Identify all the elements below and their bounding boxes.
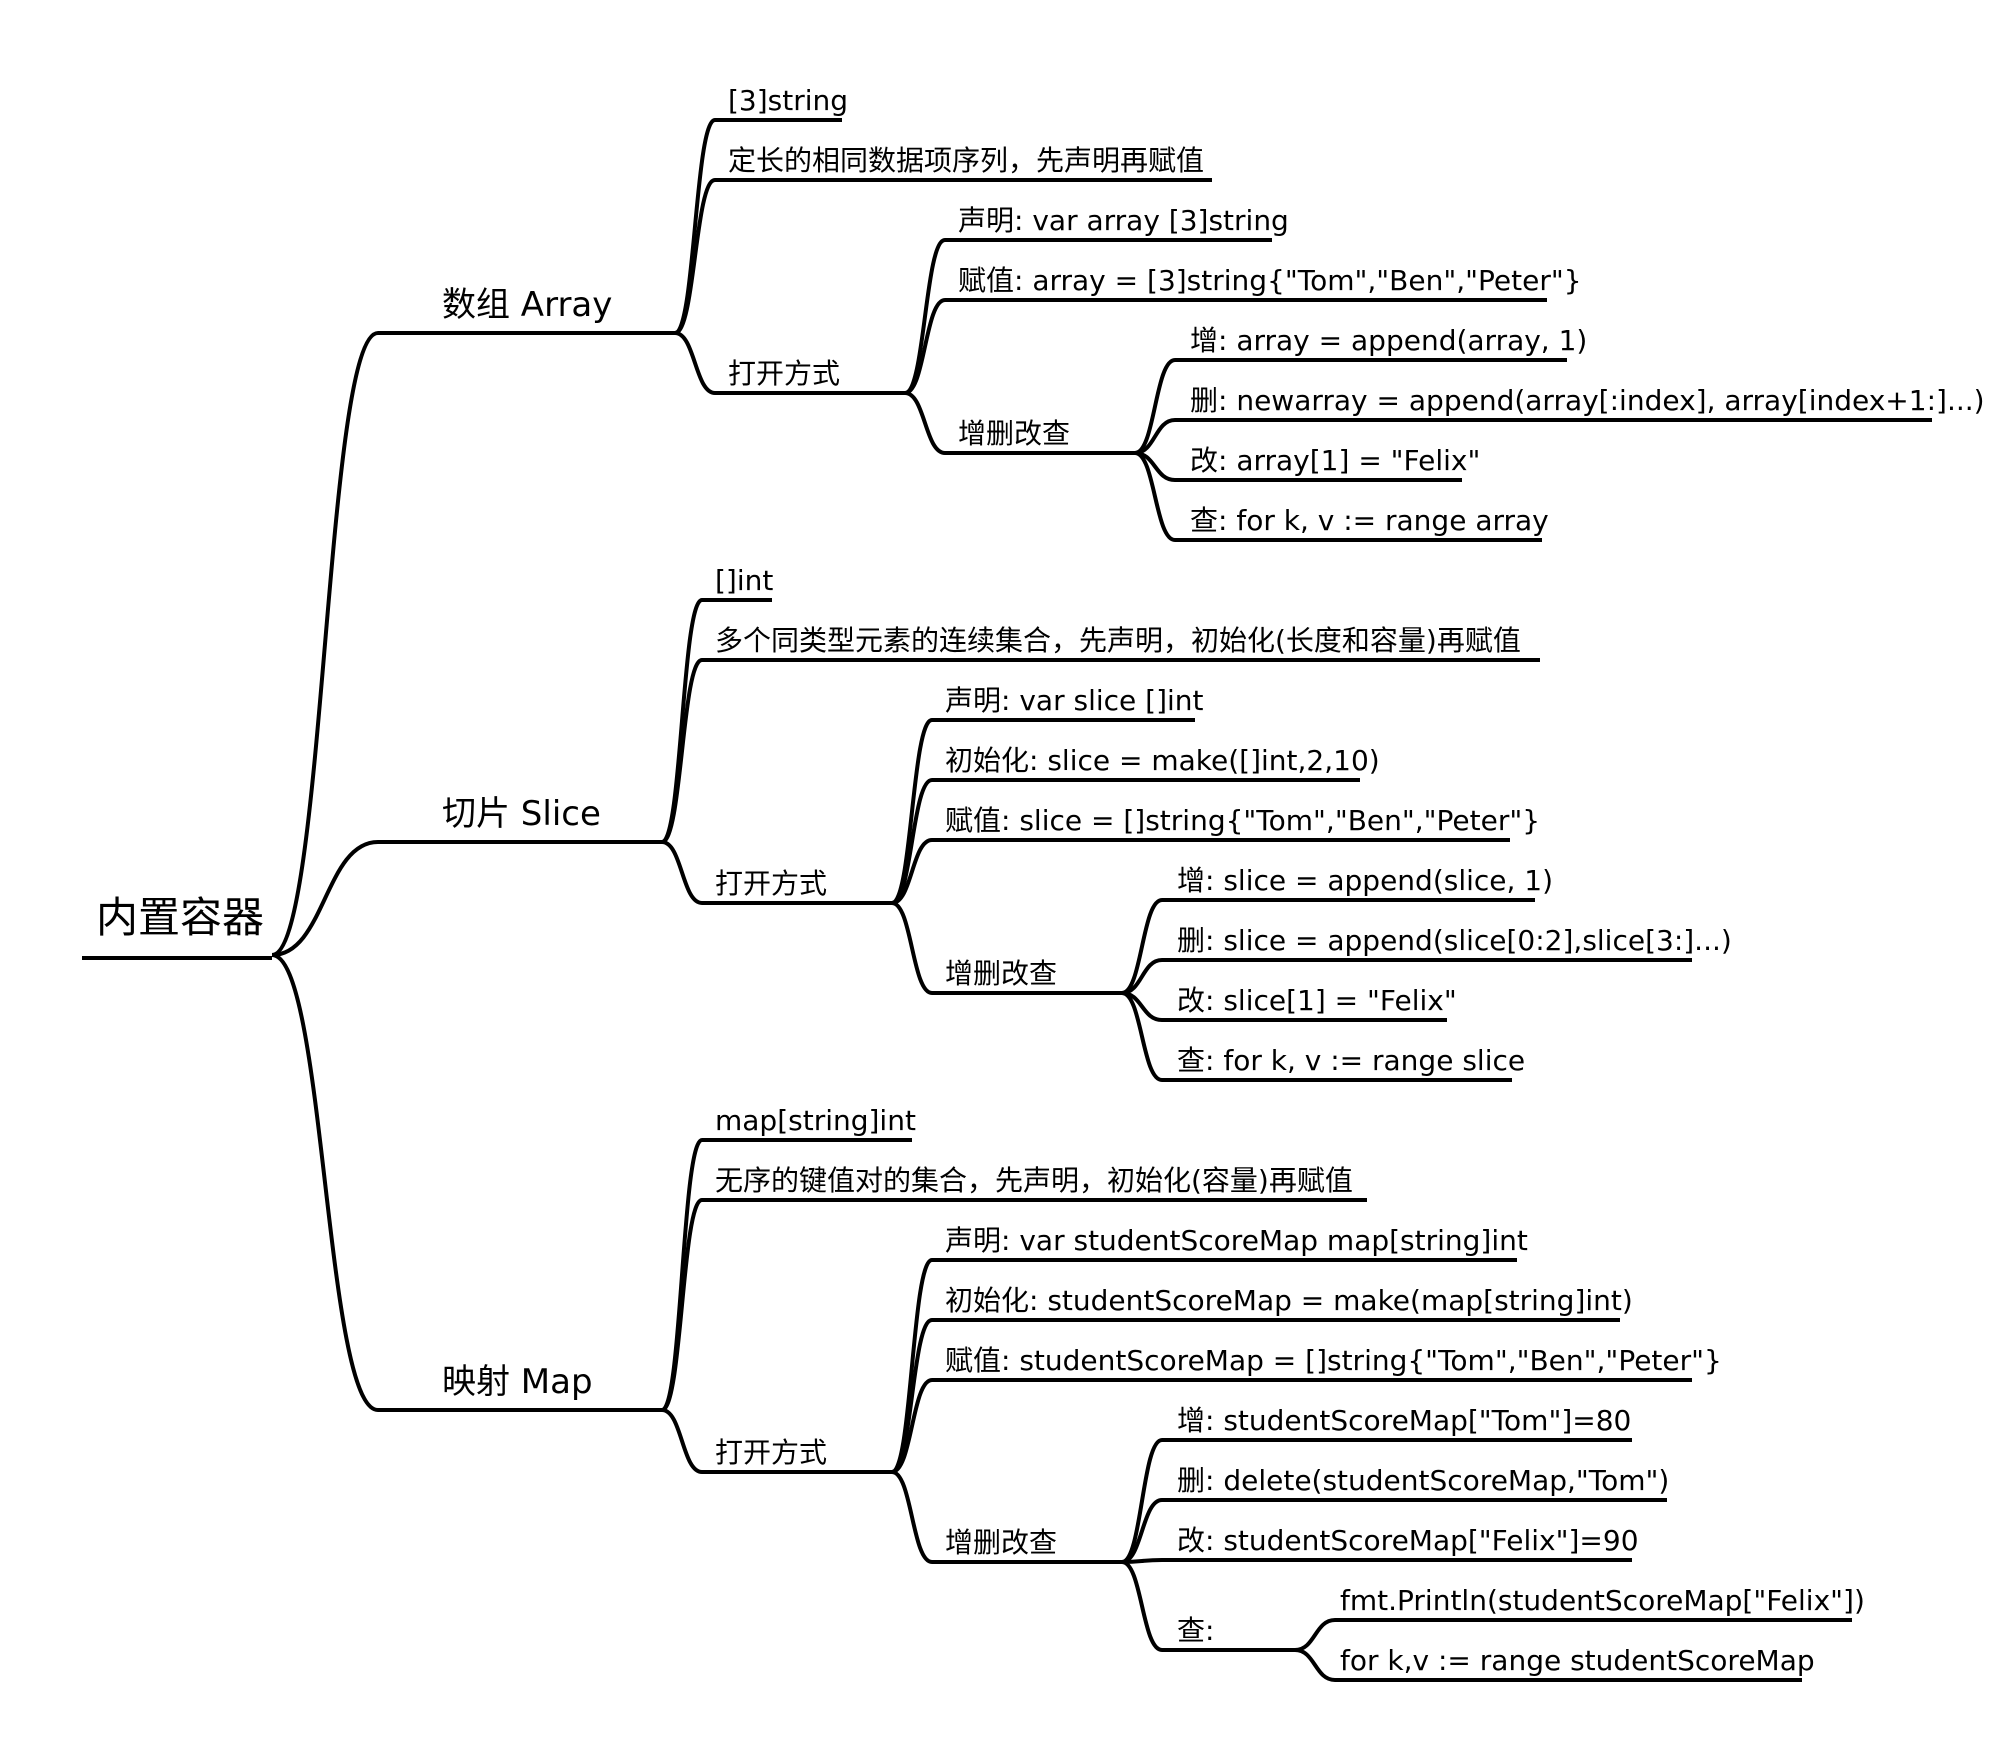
edge-map-open-c3 [891, 1470, 1122, 1564]
array-delete-text: 删: newarray = append(array[:index], arra… [1190, 384, 1985, 417]
slice-init-text: 初始化: slice = make([]int,2,10) [945, 744, 1380, 777]
edge-map-crud-c1 [1121, 1498, 1667, 1564]
edge-array-c2 [674, 331, 905, 395]
edge-root-map [271, 953, 662, 1412]
map-query-println-text: fmt.Println(studentScoreMap["Felix"]) [1340, 1584, 1865, 1617]
root-node: 内置容器 [82, 893, 272, 960]
array-declare-text: 声明: var array [3]string [958, 204, 1289, 237]
branch-slice-label: 切片 Slice [442, 794, 601, 834]
map-query-label: 查: [1177, 1614, 1214, 1647]
slice-crud-label: 增删改查 [945, 957, 1057, 990]
branch-array: 数组 Array [3]string 定长的相同数据项序列，先声明再赋值 打开方… [442, 84, 1985, 537]
slice-assign-text: 赋值: slice = []string{"Tom","Ben","Peter"… [945, 804, 1540, 837]
map-update-text: 改: studentScoreMap["Felix"]=90 [1177, 1524, 1639, 1557]
edge-map-crud-c0 [1121, 1438, 1632, 1564]
slice-declare-text: 声明: var slice []int [945, 684, 1204, 717]
array-update-text: 改: array[1] = "Felix" [1190, 444, 1480, 477]
root-label: 内置容器 [96, 893, 264, 942]
branch-slice: 切片 Slice []int 多个同类型元素的连续集合，先声明，初始化(长度和容… [442, 564, 1732, 1077]
edge-map-crud-c3 [1121, 1560, 1295, 1652]
edge-array-open-c2 [904, 391, 1135, 455]
edge-slice-crud-c3 [1121, 991, 1512, 1082]
edge-root-array [271, 331, 675, 957]
map-add-text: 增: studentScoreMap["Tom"]=80 [1177, 1404, 1631, 1437]
map-declare-text: 声明: var studentScoreMap map[string]int [945, 1224, 1528, 1257]
slice-update-text: 改: slice[1] = "Felix" [1177, 984, 1457, 1017]
map-assign-text: 赋值: studentScoreMap = []string{"Tom","Be… [945, 1344, 1722, 1377]
array-add-text: 增: array = append(array, 1) [1190, 324, 1587, 357]
edge-root-slice [271, 840, 662, 957]
array-type-text: [3]string [728, 84, 848, 117]
map-init-text: 初始化: studentScoreMap = make(map[string]i… [945, 1284, 1633, 1317]
map-crud-label: 增删改查 [945, 1526, 1057, 1559]
edge-slice-open-c3 [891, 901, 1122, 995]
edge-slice-crud-c0 [1121, 898, 1535, 995]
array-assign-text: 赋值: array = [3]string{"Tom","Ben","Peter… [958, 264, 1582, 297]
array-usage-label: 打开方式 [728, 357, 840, 390]
slice-type-text: []int [715, 564, 773, 597]
slice-usage-label: 打开方式 [715, 867, 827, 900]
map-delete-text: 删: delete(studentScoreMap,"Tom") [1177, 1464, 1669, 1497]
slice-add-text: 增: slice = append(slice, 1) [1177, 864, 1553, 897]
edge-slice-open-c1 [891, 778, 1360, 905]
slice-delete-text: 删: slice = append(slice[0:2],slice[3:]..… [1177, 924, 1732, 957]
map-description-text: 无序的键值对的集合，先声明，初始化(容量)再赋值 [715, 1164, 1353, 1197]
branch-map-label: 映射 Map [442, 1362, 593, 1402]
edge-map-c1 [660, 1198, 1367, 1412]
array-crud-label: 增删改查 [958, 417, 1070, 450]
edge-slice-c2 [661, 840, 892, 905]
map-type-text: map[string]int [715, 1104, 916, 1137]
edge-slice-c1 [660, 658, 1540, 844]
edge-slice-open-c2 [891, 838, 1510, 905]
edge-array-c1 [674, 178, 1212, 335]
slice-description-text: 多个同类型元素的连续集合，先声明，初始化(长度和容量)再赋值 [715, 624, 1521, 657]
edge-array-open-c0 [904, 238, 1272, 395]
edge-map-open-c2 [891, 1378, 1692, 1474]
branch-map: 映射 Map map[string]int 无序的键值对的集合，先声明，初始化(… [442, 1104, 1865, 1677]
edge-map-crud-c2 [1121, 1558, 1632, 1564]
array-query-text: 查: for k, v := range array [1190, 504, 1549, 537]
edge-map-c2 [661, 1408, 892, 1474]
edge-array-open-c1 [904, 298, 1547, 395]
edge-array-crud-c3 [1134, 451, 1542, 542]
edge-map-open-c1 [891, 1318, 1620, 1474]
branch-array-label: 数组 Array [442, 285, 612, 325]
map-usage-label: 打开方式 [715, 1436, 827, 1469]
edge-map-query-c1 [1294, 1648, 1802, 1682]
slice-query-text: 查: for k, v := range slice [1177, 1044, 1525, 1077]
mindmap-edges [271, 118, 1932, 1682]
map-query-range-text: for k,v := range studentScoreMap [1340, 1644, 1815, 1677]
array-description-text: 定长的相同数据项序列，先声明再赋值 [728, 144, 1204, 177]
edge-array-crud-c0 [1134, 358, 1567, 455]
